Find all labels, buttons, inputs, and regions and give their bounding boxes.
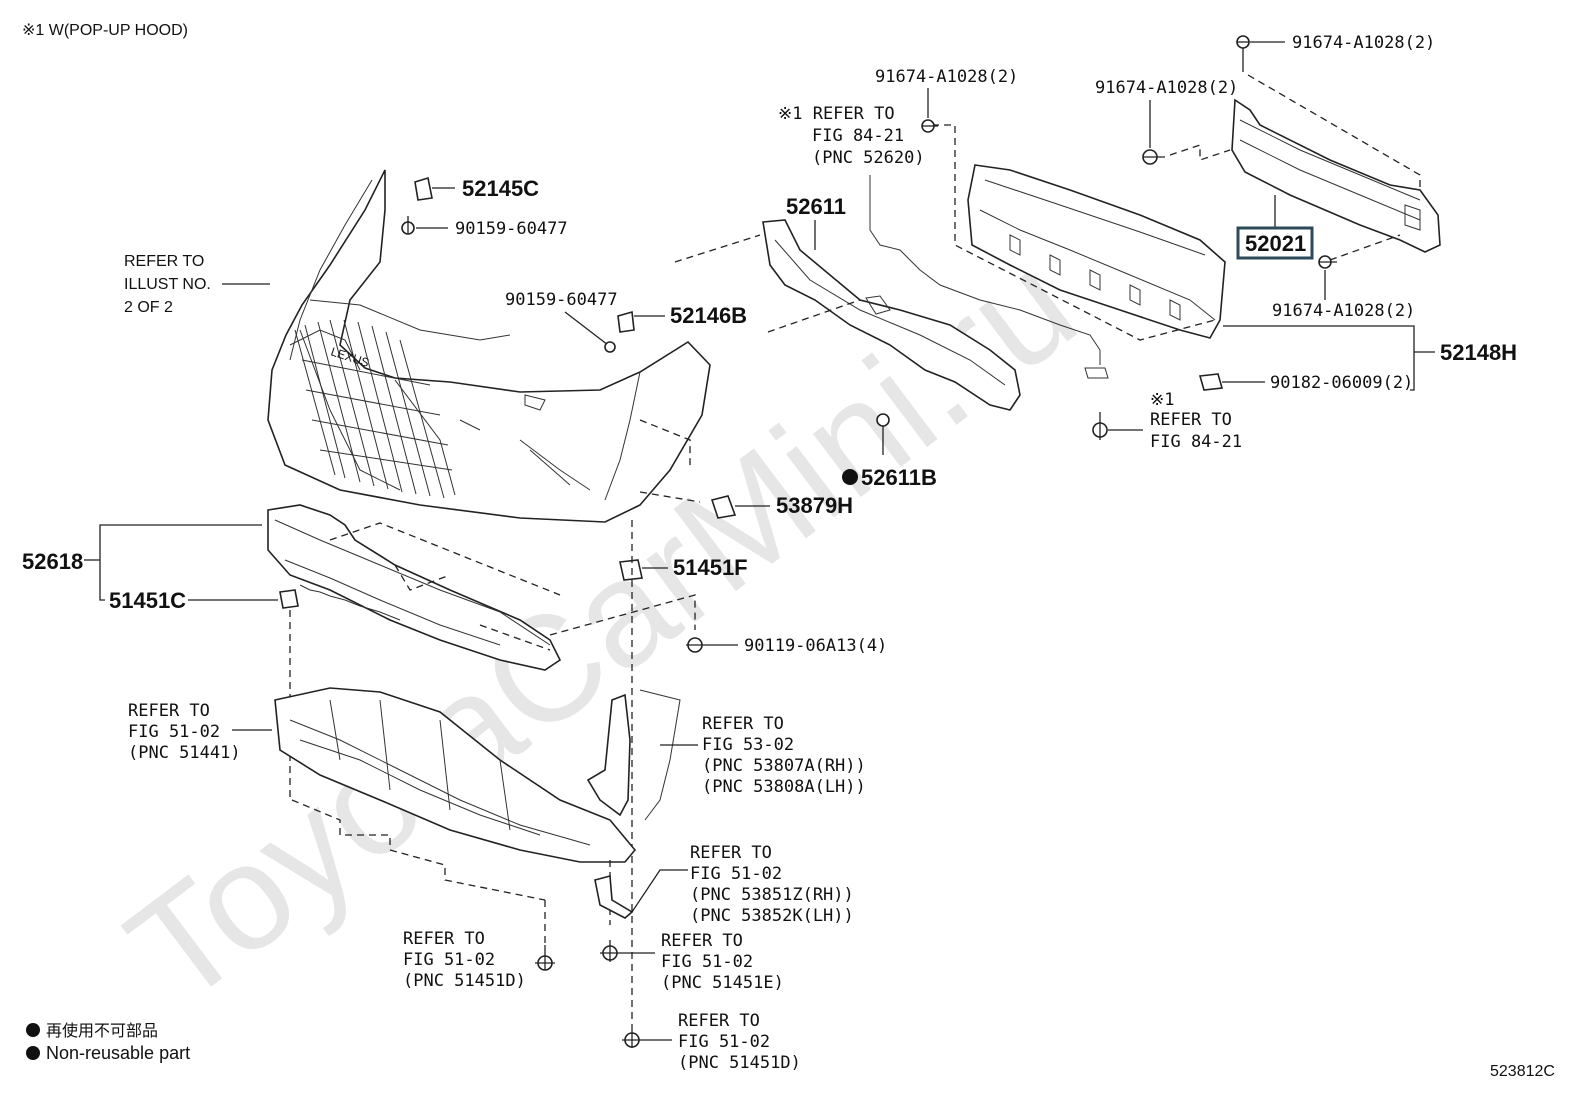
svg-text:(PNC 51451D): (PNC 51451D) [403, 971, 526, 991]
screw-90159-a: 90159-60477 [401, 216, 568, 239]
svg-text:(PNC 53851Z(RH)): (PNC 53851Z(RH)) [690, 885, 854, 905]
absorber-52148H: 52148H [967, 164, 1517, 391]
label-52611: 52611 [786, 194, 846, 219]
label-90159-b: 90159-60477 [505, 290, 618, 310]
label-53879H: 53879H [776, 493, 853, 518]
bolt-91674-mid: 91674-A1028(2) [875, 67, 1018, 133]
svg-text:FIG 51-02: FIG 51-02 [678, 1032, 770, 1052]
bolt-91674-left: 91674-A1028(2) [1095, 78, 1238, 165]
label-90182: 90182-06009(2) [1270, 373, 1413, 393]
svg-text:REFER TO: REFER TO [661, 931, 743, 951]
non-reusable-dot-icon [26, 1046, 40, 1060]
fender-liner [586, 689, 698, 821]
ref-fig84-pnc: ※1 REFER TO FIG 84-21 (PNC 52620) [778, 104, 925, 168]
svg-text:REFER TO: REFER TO [678, 1011, 760, 1031]
svg-text:FIG 51-02: FIG 51-02 [403, 950, 495, 970]
svg-text:REFER TO: REFER TO [690, 843, 772, 863]
svg-text:REFER TO: REFER TO [1150, 410, 1232, 430]
clip-53879H: 53879H [639, 419, 853, 519]
label-90159-a: 90159-60477 [455, 219, 568, 239]
svg-text:(PNC 51451E): (PNC 51451E) [661, 973, 784, 993]
fastener-51451D-a: REFER TO FIG 51-02 (PNC 51451D) [403, 929, 555, 991]
svg-text:FIG 51-02: FIG 51-02 [661, 952, 753, 972]
nut-90182: 90182-06009(2) [1198, 373, 1413, 393]
svg-text:91674-A1028(2): 91674-A1028(2) [1272, 301, 1415, 321]
sensor-wire [869, 175, 1109, 379]
svg-text:91674-A1028(2): 91674-A1028(2) [1095, 78, 1238, 98]
label-52611B: 52611B [861, 465, 937, 490]
bolt-90119: 90119-06A13(4) [686, 636, 887, 656]
svg-text:2 OF 2: 2 OF 2 [124, 299, 173, 316]
reinforcement-52021: 52021 [1169, 74, 1441, 261]
label-51451C: 51451C [109, 588, 186, 613]
legend: 再使用不可部品 Non-reusable part [26, 1021, 190, 1063]
legend-jp: 再使用不可部品 [46, 1021, 158, 1040]
svg-text:ILLUST NO.: ILLUST NO. [124, 276, 211, 293]
svg-text:90119-06A13(4): 90119-06A13(4) [744, 636, 887, 656]
ref-illust: REFER TO ILLUST NO. 2 OF 2 [124, 253, 270, 316]
bracket-538: REFER TO FIG 51-02 (PNC 53851Z(RH)) (PNC… [594, 843, 854, 926]
label-52618: 52618 [22, 549, 83, 574]
non-reusable-dot-icon [26, 1023, 40, 1037]
label-52146B: 52146B [670, 303, 747, 328]
fastener-51451D-b: REFER TO FIG 51-02 (PNC 51451D) [622, 1011, 801, 1073]
header-note: ※1 W(POP-UP HOOD) [22, 22, 188, 39]
svg-text:(PNC 53807A(RH)): (PNC 53807A(RH)) [702, 756, 866, 776]
bolt-ref-fig84: ※1 REFER TO FIG 84-21 [1092, 390, 1242, 452]
svg-text:(PNC 53808A(LH)): (PNC 53808A(LH)) [702, 777, 866, 797]
svg-text:(PNC 52620): (PNC 52620) [812, 148, 925, 168]
fastener-51451E: REFER TO FIG 51-02 (PNC 51451E) [600, 931, 784, 993]
document-id: 523812C [1490, 1063, 1555, 1080]
svg-text:FIG 51-02: FIG 51-02 [128, 722, 220, 742]
svg-text:FIG 51-02: FIG 51-02 [690, 864, 782, 884]
svg-text:(PNC 51441): (PNC 51441) [128, 743, 241, 763]
label-51451F: 51451F [673, 555, 748, 580]
svg-text:REFER TO: REFER TO [124, 253, 204, 270]
svg-text:※1: ※1 [1150, 390, 1174, 410]
svg-text:FIG 84-21: FIG 84-21 [812, 126, 904, 146]
clip-51451F: 51451F [619, 520, 748, 1025]
bolt-91674-top: 91674-A1028(2) [1236, 33, 1435, 72]
ref-fig51-51441: REFER TO FIG 51-02 (PNC 51441) [128, 701, 272, 763]
engine-under-cover [274, 687, 637, 945]
highlight-box [1236, 226, 1314, 260]
ref-fig53: REFER TO FIG 53-02 (PNC 53807A(RH)) (PNC… [702, 714, 866, 797]
under-panel-52618: 52618 51451C [22, 504, 696, 800]
svg-text:FIG 84-21: FIG 84-21 [1150, 432, 1242, 452]
svg-text:(PNC 51451D): (PNC 51451D) [678, 1053, 801, 1073]
legend-en: Non-reusable part [46, 1043, 190, 1063]
svg-text:REFER TO: REFER TO [403, 929, 485, 949]
front-bumper-cover: LEXUS [267, 169, 711, 523]
svg-text:REFER TO: REFER TO [128, 701, 210, 721]
absorber-dash [932, 124, 1216, 341]
bracket-52611: 52611 [674, 194, 1021, 411]
label-52148H: 52148H [1440, 340, 1517, 365]
bolt-91674-low: 91674-A1028(2) [1272, 255, 1415, 321]
svg-text:※1 REFER TO: ※1 REFER TO [778, 104, 895, 124]
svg-text:(PNC 53852K(LH)): (PNC 53852K(LH)) [690, 906, 854, 926]
svg-text:FIG 53-02: FIG 53-02 [702, 735, 794, 755]
clip-52146B: 52146B 90159-60477 [505, 290, 747, 353]
clip-52611B: 52611B [842, 413, 937, 490]
label-52145C: 52145C [462, 176, 539, 201]
non-reusable-dot-icon [842, 469, 858, 485]
svg-text:91674-A1028(2): 91674-A1028(2) [875, 67, 1018, 87]
svg-text:91674-A1028(2): 91674-A1028(2) [1292, 33, 1435, 53]
label-52021: 52021 [1245, 231, 1306, 256]
svg-text:REFER TO: REFER TO [702, 714, 784, 734]
clip-52145C: 52145C [414, 176, 539, 201]
